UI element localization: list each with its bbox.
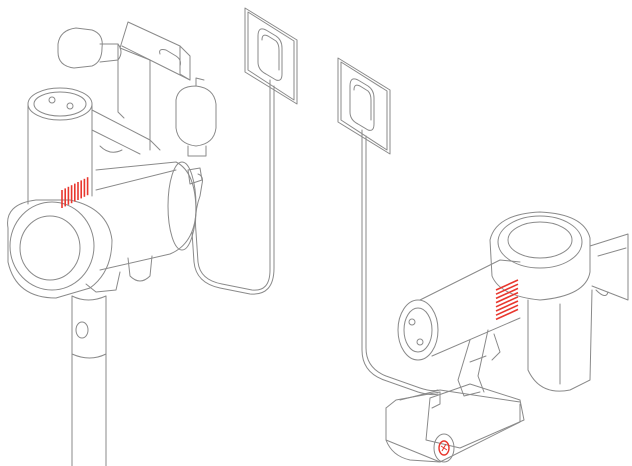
right-charging-cable — [362, 136, 438, 395]
crevice-tool-attachment — [58, 28, 121, 68]
left-wall-outlet — [245, 8, 297, 104]
wall-dock-bracket — [118, 22, 190, 150]
left-power-adapter — [258, 29, 282, 86]
base-led-icon — [439, 441, 449, 455]
right-vacuum-body — [386, 212, 628, 462]
brush-tool-attachment — [176, 78, 216, 156]
left-charging-cable — [196, 86, 271, 290]
right-wall-outlet — [338, 58, 390, 154]
left-battery-indicator — [62, 177, 88, 208]
right-power-adapter — [350, 79, 374, 136]
left-vacuum-body — [8, 88, 196, 466]
